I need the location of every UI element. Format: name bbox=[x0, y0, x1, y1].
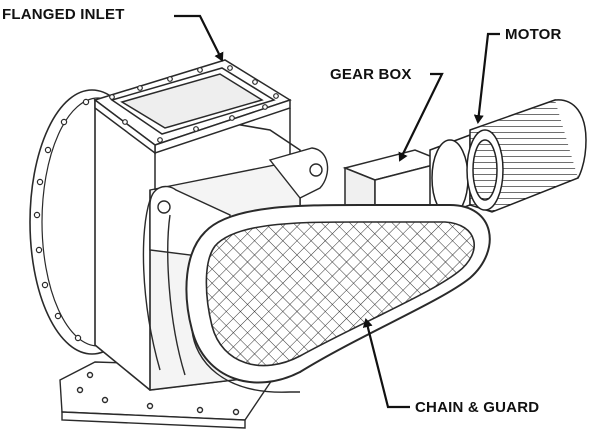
gearbox-leader-arrow-icon bbox=[398, 72, 444, 162]
chain-guard bbox=[185, 204, 491, 393]
mounting-lug bbox=[268, 147, 329, 199]
motor bbox=[429, 99, 587, 222]
inlet-leader-arrow-icon bbox=[174, 14, 224, 62]
flanged-inlet-label: FLANGED INLET bbox=[2, 6, 125, 23]
gear-box-label: GEAR BOX bbox=[330, 66, 412, 83]
leader-lines bbox=[174, 14, 500, 409]
motor-label: MOTOR bbox=[505, 26, 562, 43]
chain-leader-arrow-icon bbox=[362, 318, 410, 409]
motor-leader-arrow-icon bbox=[473, 32, 500, 124]
flanged-inlet bbox=[93, 59, 292, 190]
chain-guard-label: CHAIN & GUARD bbox=[415, 399, 540, 416]
